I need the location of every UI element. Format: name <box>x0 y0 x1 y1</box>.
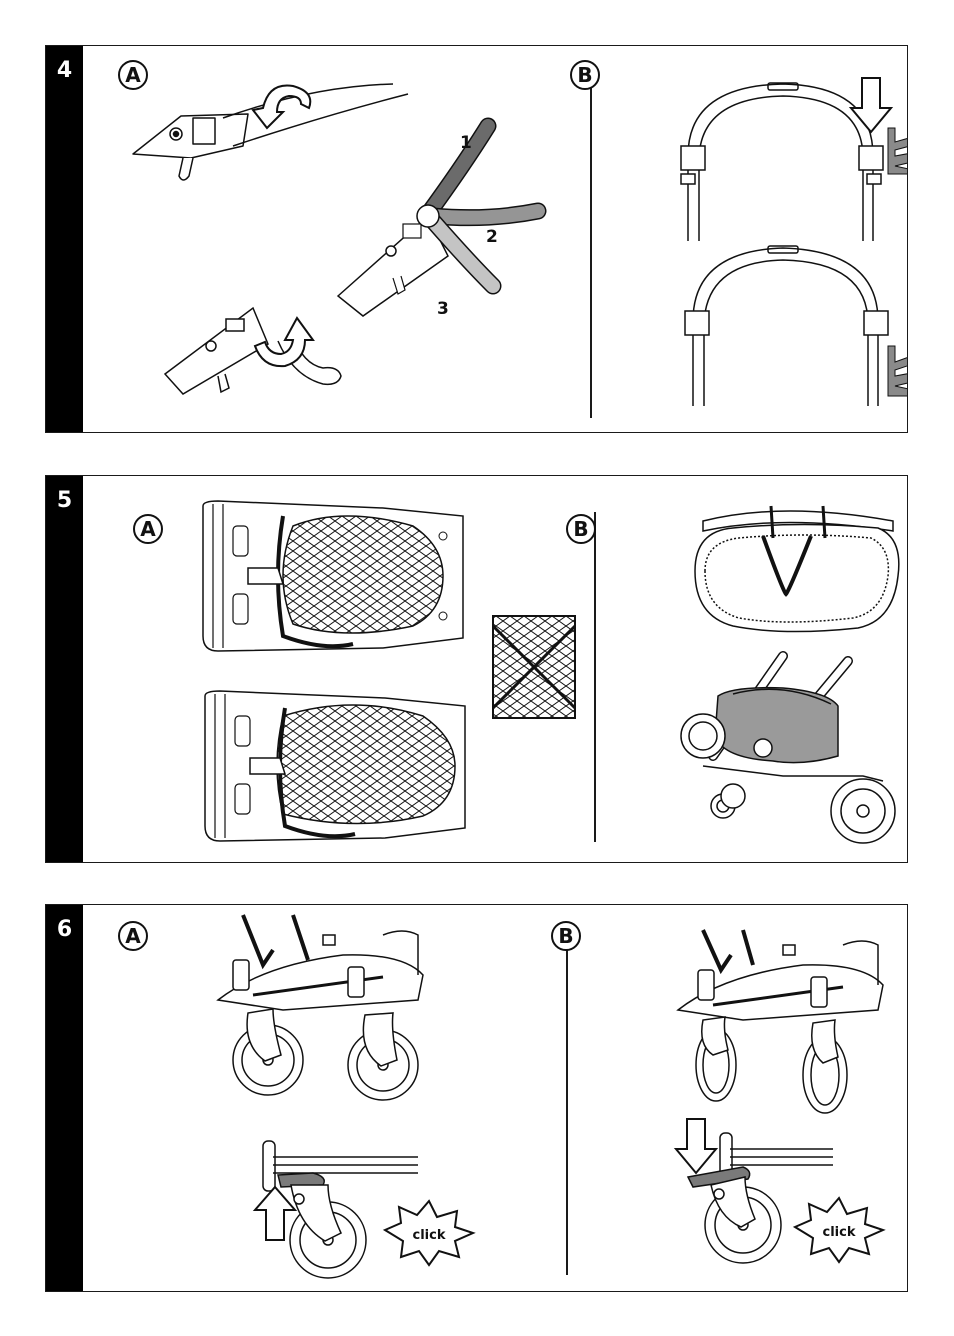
panel-label-b: B <box>551 921 581 951</box>
step-5-panel: 5 <box>45 475 908 863</box>
lower-lever-illustration <box>165 308 341 394</box>
panel-label-a: A <box>118 60 148 90</box>
panel-label-a: A <box>118 921 148 951</box>
click-burst-icon: click <box>795 1198 883 1262</box>
step-number: 6 <box>46 917 83 942</box>
panel-label-b: B <box>570 60 600 90</box>
panel-label-b: B <box>566 514 596 544</box>
step-5-illustration <box>83 476 907 862</box>
front-wheels-illustration <box>218 915 423 1100</box>
step-number: 4 <box>46 58 83 83</box>
click-label-b: click <box>823 1225 856 1240</box>
down-arrow-icon <box>676 1119 716 1173</box>
handle-position-2: 2 <box>486 227 498 247</box>
panel-label-a: A <box>133 514 163 544</box>
handle-positions-illustration <box>338 126 538 316</box>
step-6-illustration: click <box>83 905 907 1291</box>
clip-part-icon <box>888 128 907 174</box>
step-number-bar: 5 <box>46 476 83 862</box>
step-number: 5 <box>46 488 83 513</box>
click-burst-icon: click <box>385 1201 473 1265</box>
up-arrow-icon <box>255 1187 295 1240</box>
click-label-a: click <box>413 1228 446 1243</box>
step-number-bar: 6 <box>46 905 83 1291</box>
basket-frame-top-illustration <box>203 501 463 651</box>
down-arrow-icon <box>851 78 891 132</box>
basket-frame-bottom-illustration <box>205 691 465 841</box>
mesh-detail-illustration <box>493 616 575 718</box>
clip-part-icon <box>888 346 907 396</box>
handle-position-3: 3 <box>437 299 449 319</box>
front-wheels-illustration <box>678 930 883 1113</box>
rotate-arrow-icon <box>253 85 310 128</box>
step-4-panel: 4 <box>45 45 908 433</box>
basket-illustration <box>695 506 899 632</box>
step-number-bar: 4 <box>46 46 83 432</box>
bumper-bar-raised-illustration <box>681 83 883 241</box>
bumper-bar-lowered-illustration <box>685 246 888 406</box>
stroller-with-basket-illustration <box>681 656 895 843</box>
step-6-panel: 6 <box>45 904 908 1292</box>
handle-position-1: 1 <box>460 133 472 153</box>
